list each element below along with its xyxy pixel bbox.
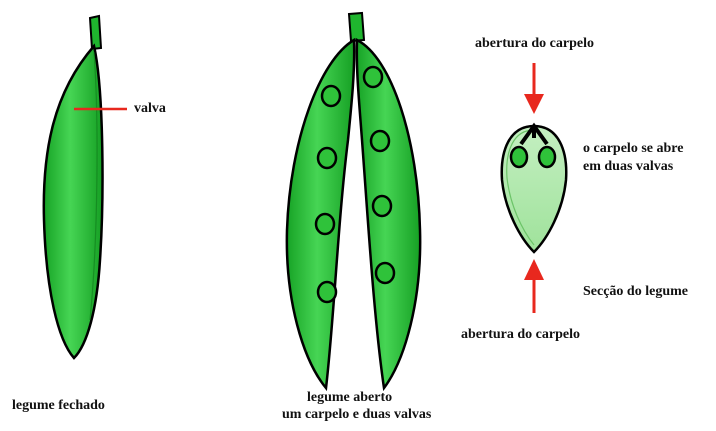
section-seed bbox=[539, 147, 555, 167]
seed bbox=[364, 67, 382, 87]
seed bbox=[318, 282, 336, 302]
open-legume bbox=[287, 13, 420, 388]
carpel-opening-top-label: abertura do carpelo bbox=[475, 35, 594, 52]
seed bbox=[322, 86, 340, 106]
carpel-opens-sublabel: em duas valvas bbox=[583, 158, 673, 175]
arrow-up-icon bbox=[524, 259, 544, 313]
legume-cross-section bbox=[502, 126, 566, 252]
seed bbox=[376, 263, 394, 283]
open-legume-stalk bbox=[349, 13, 364, 41]
closed-legume-pod bbox=[44, 46, 103, 358]
open-legume-sublabel: um carpelo e duas valvas bbox=[282, 406, 431, 423]
closed-legume bbox=[44, 16, 103, 358]
closed-legume-stalk bbox=[90, 16, 101, 49]
open-legume-label: legume aberto bbox=[307, 389, 392, 406]
seed bbox=[316, 214, 334, 234]
seed bbox=[371, 131, 389, 151]
seed bbox=[373, 196, 391, 216]
seed bbox=[318, 148, 336, 168]
section-seed bbox=[511, 147, 527, 167]
closed-legume-label: legume fechado bbox=[12, 397, 105, 414]
valva-label: valva bbox=[134, 100, 166, 117]
carpel-opening-bottom-label: abertura do carpelo bbox=[461, 326, 580, 343]
legume-section-label: Secção do legume bbox=[583, 283, 688, 300]
arrow-down-icon bbox=[524, 63, 544, 114]
carpel-opens-label: o carpelo se abre bbox=[583, 140, 683, 157]
